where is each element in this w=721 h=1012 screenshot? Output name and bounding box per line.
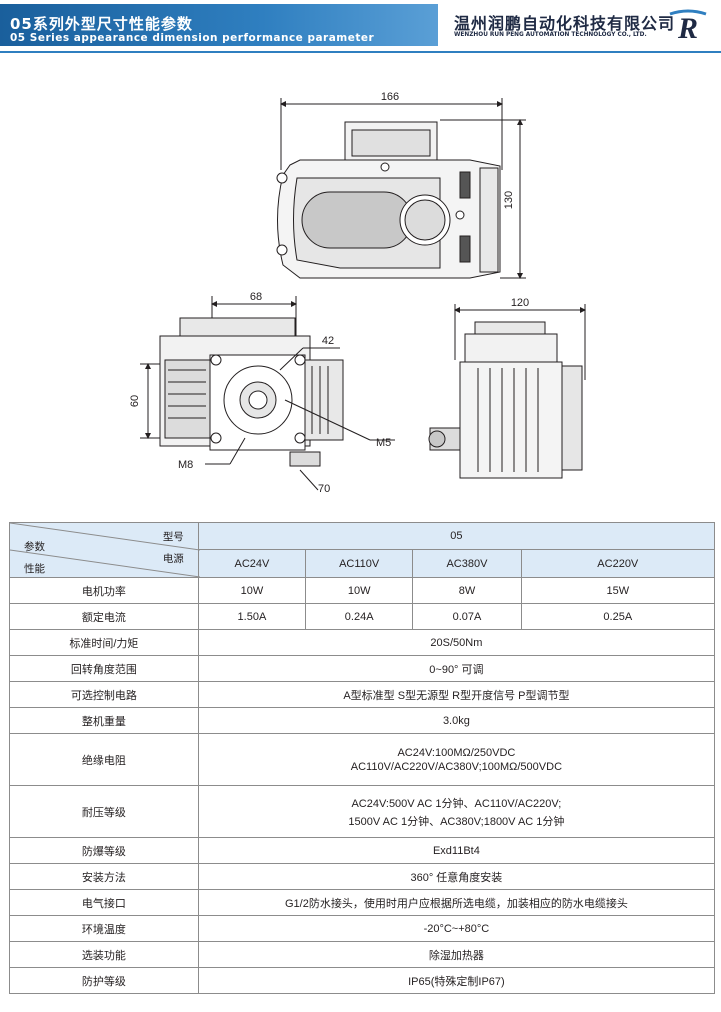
row-value: 0.25A bbox=[520, 603, 716, 630]
voltage-header: AC110V bbox=[305, 549, 414, 578]
dimension-drawings: 166 130 68 60 bbox=[129, 91, 586, 495]
dim-166: 166 bbox=[381, 91, 399, 103]
corner-cell: 型号电源 参数性能 bbox=[9, 522, 200, 578]
model-value-cell: 05 bbox=[197, 522, 716, 550]
row-label: 可选控制电路 bbox=[9, 681, 199, 708]
header-row-model: 型号电源 参数性能 05 bbox=[9, 522, 716, 578]
dim-42: 42 bbox=[322, 335, 334, 347]
table-row: 防护等级 IP65(特殊定制IP67) bbox=[9, 967, 716, 994]
table-row: 回转角度范围 0~90° 可调 bbox=[9, 655, 716, 682]
row-label: 电机功率 bbox=[9, 577, 199, 604]
corner-label-perf: 性能 bbox=[24, 563, 45, 575]
voltage-header: AC24V bbox=[197, 549, 307, 578]
row-value-line1: G1/2防水接头，使用时用户应根据所选电缆，加装相应的防水电缆接头 bbox=[284, 897, 628, 910]
table-row: 整机重量 3.0kg bbox=[9, 707, 716, 734]
row-label: 整机重量 bbox=[9, 707, 199, 734]
row-label: 额定电流 bbox=[9, 603, 199, 630]
row-value: A型标准型 S型无源型 R型开度信号 P型调节型 bbox=[197, 681, 716, 708]
row-label: 防护等级 bbox=[9, 967, 199, 994]
row-label: 电气接口 bbox=[9, 889, 199, 916]
row-value: -20°C~+80°C bbox=[197, 915, 716, 942]
row-value-line1: 0~90° 可调 bbox=[429, 663, 484, 676]
row-value: G1/2防水接头，使用时用户应根据所选电缆，加装相应的防水电缆接头 bbox=[197, 889, 716, 916]
title-band: 05系列外型尺寸性能参数 05 Series appearance dimens… bbox=[0, 4, 438, 46]
row-value-line1: IP65(特殊定制IP67) bbox=[408, 975, 505, 988]
row-value-line1: 360° 任意角度安装 bbox=[410, 871, 503, 884]
dim-68: 68 bbox=[250, 291, 262, 303]
row-label: 安装方法 bbox=[9, 863, 199, 890]
voltage-header: AC220V bbox=[520, 549, 716, 578]
page-header: 05系列外型尺寸性能参数 05 Series appearance dimens… bbox=[0, 0, 721, 53]
corner-label-param: 参数 bbox=[24, 541, 45, 553]
row-value-line1: Exd11Bt4 bbox=[432, 844, 480, 857]
dim-130: 130 bbox=[503, 191, 515, 209]
row-value: Exd11Bt4 bbox=[197, 837, 716, 864]
row-value: 0~90° 可调 bbox=[197, 655, 716, 682]
row-value: 3.0kg bbox=[197, 707, 716, 734]
dim-m5: M5 bbox=[376, 437, 391, 449]
table-row: 安装方法 360° 任意角度安装 bbox=[9, 863, 716, 890]
row-value: 0.07A bbox=[412, 603, 522, 630]
corner-label-model: 型号 bbox=[162, 531, 184, 543]
row-value: 0.24A bbox=[305, 603, 414, 630]
row-value: 10W bbox=[305, 577, 414, 604]
corner-label-power: 电源 bbox=[162, 553, 184, 565]
row-value-line2: 1500V AC 1分钟、AC380V;1800V AC 1分钟 bbox=[348, 815, 565, 828]
table-row: 防爆等级 Exd11Bt4 bbox=[9, 837, 716, 864]
row-value-line1: AC24V:100MΩ/250VDC bbox=[397, 746, 516, 759]
row-value-line1: 3.0kg bbox=[442, 714, 470, 727]
row-value: 10W bbox=[197, 577, 307, 604]
row-label: 防爆等级 bbox=[9, 837, 199, 864]
row-value: IP65(特殊定制IP67) bbox=[197, 967, 716, 994]
row-label: 耐压等级 bbox=[9, 785, 199, 838]
front-view-drawing bbox=[140, 296, 395, 491]
side-view-drawing bbox=[428, 304, 586, 479]
row-value: 360° 任意角度安装 bbox=[197, 863, 716, 890]
dim-m8: M8 bbox=[178, 459, 193, 471]
row-value: 除湿加热器 bbox=[197, 941, 716, 968]
dim-120: 120 bbox=[511, 297, 529, 309]
row-value-line1: -20°C~+80°C bbox=[423, 922, 490, 935]
row-label: 选装功能 bbox=[9, 941, 199, 968]
table-row: 可选控制电路 A型标准型 S型无源型 R型开度信号 P型调节型 bbox=[9, 681, 716, 708]
dim-60: 60 bbox=[129, 395, 141, 407]
row-label: 环境温度 bbox=[9, 915, 199, 942]
row-label: 绝缘电阻 bbox=[9, 733, 199, 786]
row-value: AC24V:500V AC 1分钟、AC110V/AC220V; 1500V AC… bbox=[197, 785, 716, 838]
table-row: 选装功能 除湿加热器 bbox=[9, 941, 716, 968]
row-value-line1: 20S/50Nm bbox=[430, 636, 483, 649]
row-value-line1: A型标准型 S型无源型 R型开度信号 P型调节型 bbox=[343, 689, 570, 702]
row-label: 标准时间/力矩 bbox=[9, 629, 199, 656]
company-name-cn: 温州润鹏自动化科技有限公司 bbox=[454, 14, 676, 33]
row-value-line1: AC24V:500V AC 1分钟、AC110V/AC220V; bbox=[351, 797, 562, 810]
voltage-header: AC380V bbox=[412, 549, 522, 578]
table-row: 电气接口 G1/2防水接头，使用时用户应根据所选电缆，加装相应的防水电缆接头 bbox=[9, 889, 716, 916]
table-row: 标准时间/力矩 20S/50Nm bbox=[9, 629, 716, 656]
row-value: 20S/50Nm bbox=[197, 629, 716, 656]
title-cn: 05系列外型尺寸性能参数 bbox=[10, 15, 193, 33]
row-label: 回转角度范围 bbox=[9, 655, 199, 682]
row-value: 15W bbox=[520, 577, 716, 604]
row-value: 1.50A bbox=[197, 603, 307, 630]
row-value-line2: AC110V/AC220V/AC380V;100MΩ/500VDC bbox=[350, 760, 563, 773]
row-value-line1: 除湿加热器 bbox=[428, 949, 484, 962]
company-name-en: WENZHOU RUN PENG AUTOMATION TECHNOLOGY C… bbox=[454, 32, 647, 38]
row-value: 8W bbox=[412, 577, 522, 604]
table-row: 环境温度 -20°C~+80°C bbox=[9, 915, 716, 942]
dim-70: 70 bbox=[318, 483, 330, 495]
top-view-drawing bbox=[276, 98, 526, 279]
company-logo-icon: R bbox=[669, 9, 707, 42]
logo-letter: R bbox=[677, 12, 698, 42]
table-row: 耐压等级 AC24V:500V AC 1分钟、AC110V/AC220V; 1500… bbox=[9, 785, 716, 838]
header-rule bbox=[0, 51, 721, 53]
title-en: 05 Series appearance dimension performan… bbox=[10, 32, 375, 44]
